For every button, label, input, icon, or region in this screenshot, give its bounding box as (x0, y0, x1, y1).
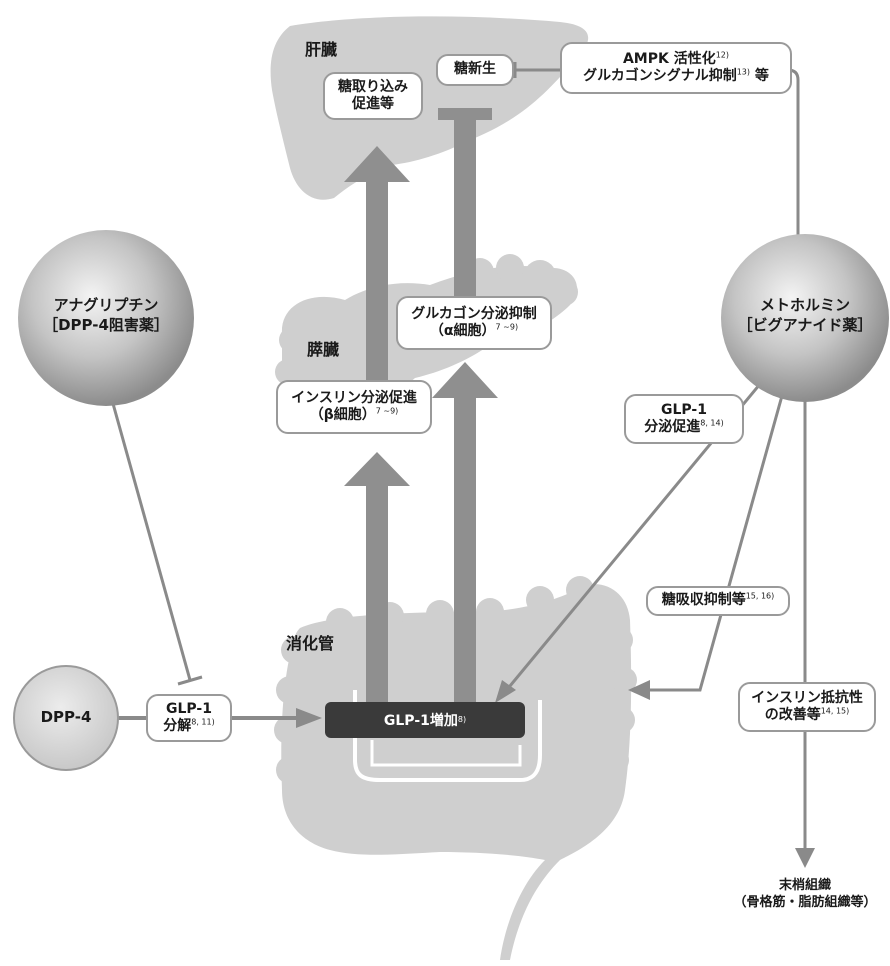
insulin-line2-ref: 7 ~9) (375, 406, 399, 416)
ampk-line2-tail: 等 (754, 68, 769, 84)
anagliptin-sphere (18, 230, 194, 406)
anagliptin-name: アナグリプチン (53, 296, 159, 314)
gluconeogenesis-label: 糖新生 (454, 61, 496, 78)
glucagon-line1: グルカゴン分泌抑制 (411, 305, 537, 322)
insulin-line2: （β細胞） (309, 407, 376, 423)
anagliptin-inhibition-line (110, 399, 203, 686)
metformin-sphere (721, 234, 889, 402)
dpp4-circle (13, 665, 119, 771)
ampk-box: AMPK 活性化12) グルカゴンシグナル抑制13) 等 (560, 42, 792, 94)
ampk-line2: グルカゴンシグナル抑制 (583, 68, 737, 84)
peripheral-line1: 末梢組織 (778, 878, 831, 893)
peripheral-line2: （骨格筋・脂肪組織等） (733, 894, 877, 910)
ampk-line2-ref: 13) (736, 67, 751, 77)
glp1-breakdown-line2: 分解 (163, 718, 192, 734)
sugar-absorption-label: 糖吸収抑制等 (661, 592, 746, 609)
ampk-line1-ref: 12) (715, 49, 730, 59)
sugar-absorption-box: 糖吸収抑制等15, 16) (646, 586, 790, 616)
metformin-arrowheads (495, 680, 815, 868)
insulin-resistance-line2: の改善等 (764, 707, 821, 723)
sugar-absorption-ref: 15, 16) (745, 591, 775, 601)
glp1-breakdown-line1: GLP-1 (166, 700, 212, 717)
glucagon-line2: （α細胞） (429, 323, 496, 339)
insulin-resistance-line1: インスリン抵抗性 (751, 689, 863, 706)
anagliptin-label: アナグリプチン ［DPP-4阻害薬］ (18, 296, 194, 335)
glucose-uptake-box: 糖取り込み 促進等 (323, 72, 423, 120)
glucagon-box: グルカゴン分泌抑制 （α細胞）7 ~9) (396, 296, 552, 350)
glp1-secretion-line1: GLP-1 (661, 401, 707, 418)
dpp4-label: DPP-4 (40, 708, 92, 726)
glp1-increase-label: GLP-1増加 (383, 713, 458, 729)
metformin-name: メトホルミン (759, 296, 850, 314)
anagliptin-class: ［DPP-4阻害薬］ (43, 315, 169, 334)
insulin-resistance-ref: 14, 15) (820, 706, 850, 716)
glp1-secretion-ref: 8, 14) (700, 418, 724, 428)
gut-label: 消化管 (286, 634, 335, 653)
insulin-box: インスリン分泌促進 （β細胞）7 ~9) (276, 380, 432, 434)
metformin-label: メトホルミン ［ビグアナイド薬］ (721, 296, 889, 335)
glp1-breakdown-box: GLP-1 分解8, 11) (146, 694, 232, 742)
insulin-line1: インスリン分泌促進 (291, 389, 417, 406)
glp1-secretion-box: GLP-1 分泌促進8, 14) (624, 394, 744, 444)
pancreas-label: 膵臓 (307, 340, 340, 359)
glp1-secretion-line2: 分泌促進 (644, 419, 701, 435)
liver-label: 肝臓 (305, 40, 338, 59)
glucagon-line2-ref: 7 ~9) (495, 322, 519, 332)
glucose-uptake-line1: 糖取り込み (338, 78, 408, 95)
metformin-class: ［ビグアナイド薬］ (737, 315, 873, 334)
vertical-arrows (344, 108, 498, 705)
glp1-breakdown-ref: 8, 11) (191, 717, 215, 727)
ampk-line1: AMPK 活性化 (622, 50, 716, 67)
intestine-loop-line (353, 690, 542, 782)
insulin-resistance-box: インスリン抵抗性 の改善等14, 15) (738, 682, 876, 732)
intestine-inner-line (370, 740, 522, 767)
glucose-uptake-line2: 促進等 (352, 96, 394, 112)
gluconeogenesis-box: 糖新生 (436, 54, 514, 86)
peripheral-tissue-label: 末梢組織 （骨格筋・脂肪組織等） (722, 878, 888, 912)
